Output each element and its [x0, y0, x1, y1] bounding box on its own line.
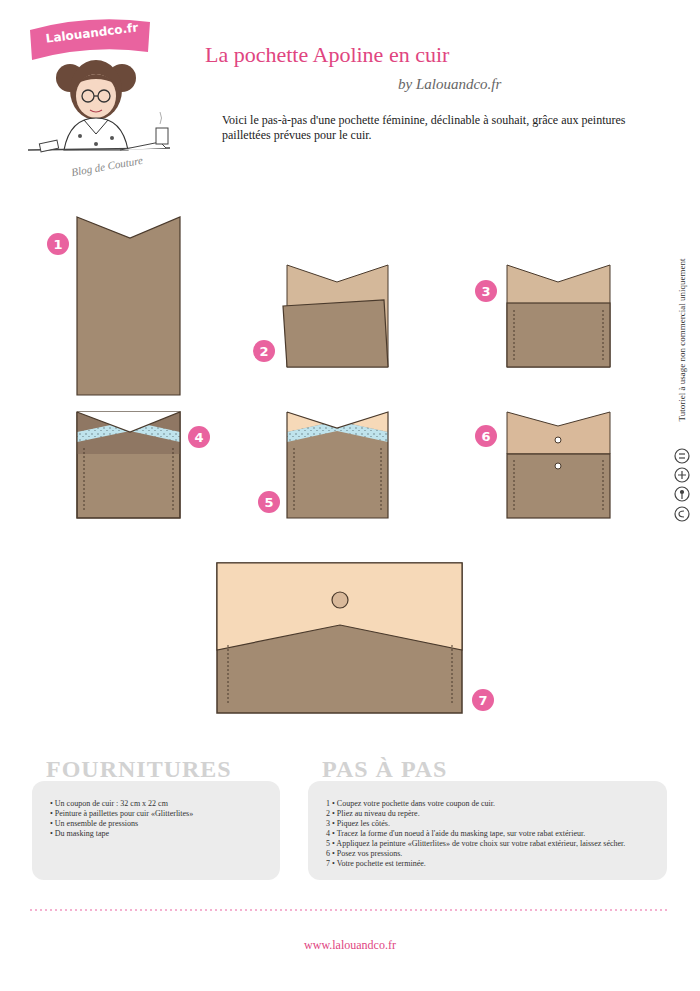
panel-item: • Un coupon de cuir : 32 cm x 22 cm	[50, 799, 268, 809]
logo-subtitle: Blog de Couture	[52, 151, 162, 182]
info-panel: FOURNITURES• Un coupon de cuir : 32 cm x…	[32, 781, 280, 880]
callout-number: 2	[259, 344, 268, 359]
info-panel: PAS À PAS1 • Coupez votre pochette dans …	[308, 781, 667, 880]
panel-item: 2 • Pliez au niveau du repère.	[326, 809, 655, 819]
panel-item: 7 • Votre pochette est terminée.	[326, 859, 655, 869]
callout-number: 6	[481, 429, 490, 444]
step-number: 2	[253, 340, 275, 362]
panel-heading: FOURNITURES	[46, 756, 232, 783]
license-icons	[675, 449, 689, 521]
intro-text: Voici le pas-à-pas d'une pochette fémini…	[222, 113, 652, 143]
step-number: 3	[475, 280, 497, 302]
panel-item: • Peinture à paillettes pour cuir «Glitt…	[50, 809, 268, 819]
panel-item: 1 • Coupez votre pochette dans votre cou…	[326, 799, 655, 809]
step-number: 1	[47, 233, 69, 255]
callout-number: 4	[194, 430, 203, 445]
callout-number: 1	[53, 237, 62, 252]
license-note: Tutoriel à usage non commercial uniqueme…	[677, 240, 687, 440]
step-number: 7	[472, 689, 494, 711]
callout-number: 5	[264, 495, 273, 510]
panel-item: 4 • Tracez la forme d'un noeud à l'aide …	[326, 829, 655, 839]
byline: by Lalouandco.fr	[398, 76, 501, 93]
callout-number: 7	[478, 693, 487, 708]
title: La pochette Apoline en cuir	[205, 42, 449, 68]
logo	[28, 19, 170, 151]
step-number: 4	[188, 426, 210, 448]
panel-item: 5 • Appliquez la peinture «Glitterlites»…	[326, 839, 655, 849]
panel-item: • Un ensemble de pressions	[50, 819, 268, 829]
step-number: 6	[475, 425, 497, 447]
panel-item: • Du masking tape	[50, 829, 268, 839]
panel-item: 6 • Posez vos pressions.	[326, 849, 655, 859]
footer-url: www.lalouandco.fr	[250, 938, 450, 953]
step-number: 5	[258, 491, 280, 513]
callout-number: 3	[481, 284, 490, 299]
panel-heading: PAS À PAS	[322, 756, 447, 783]
panel-item: 3 • Piquez les côtés.	[326, 819, 655, 829]
